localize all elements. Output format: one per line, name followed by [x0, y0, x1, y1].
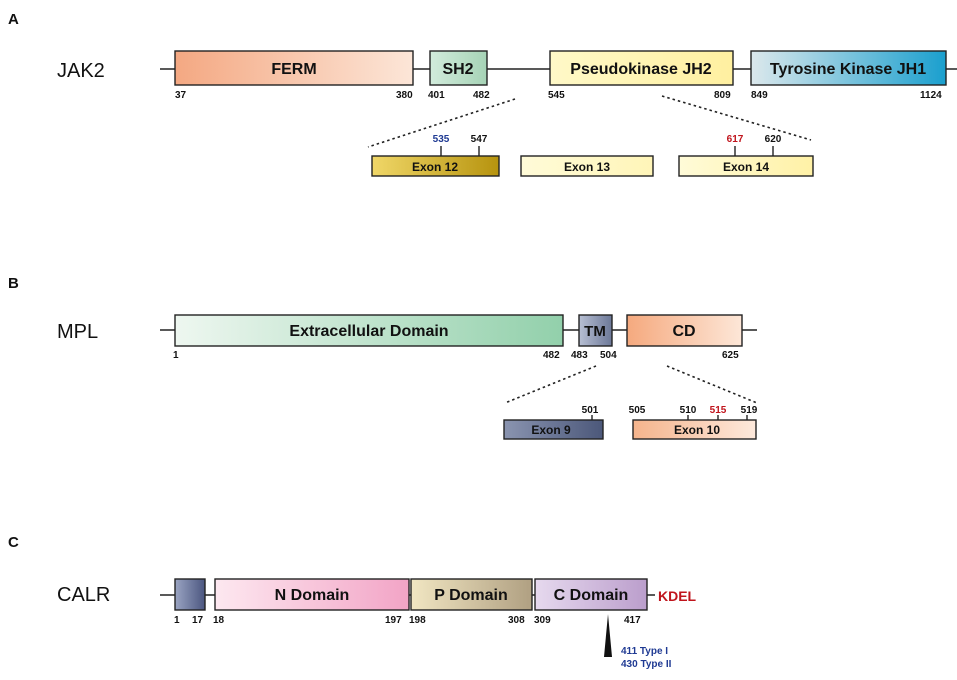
mutation-position: 547	[471, 134, 488, 145]
position-label: 482	[473, 90, 490, 101]
mutation-tick: 617	[727, 134, 744, 156]
mutation-position: 620	[765, 134, 782, 145]
domain-n: N Domain	[214, 578, 410, 611]
mutation-tick: 535	[433, 134, 450, 156]
exon-label: Exon 10	[674, 423, 720, 437]
panel-letter: A	[8, 11, 19, 28]
position-label: 37	[175, 90, 187, 101]
panel-a: A JAK2 FERM SH2 Pseudokinase JH2 Tyrosin…	[8, 11, 957, 177]
domain-c: C Domain	[534, 578, 648, 611]
exon-13: Exon 13	[520, 155, 654, 177]
position-label: 625	[722, 350, 739, 361]
exon-label: Exon 14	[723, 160, 769, 174]
domain-label: C Domain	[554, 587, 629, 604]
position-label: 380	[396, 90, 413, 101]
protein-name: CALR	[57, 584, 110, 606]
mutation-tick: 515	[710, 405, 727, 420]
position-label: 197	[385, 615, 402, 626]
protein-name: JAK2	[57, 60, 105, 82]
zoom-connector	[504, 365, 597, 404]
mutation-note: 430 Type II	[621, 659, 672, 670]
mutation-arrow-icon	[604, 614, 612, 657]
mutation-tick: 505	[629, 405, 646, 416]
panel-b: B MPL Extracellular Domain TM CD 1 482 4…	[8, 275, 758, 440]
domain-tyrosine-kinase: Tyrosine Kinase JH1	[750, 50, 947, 86]
position-label: 849	[751, 90, 768, 101]
exon-label: Exon 9	[531, 423, 571, 437]
exon-14: Exon 14	[678, 155, 814, 177]
domain-extracellular: Extracellular Domain	[174, 314, 564, 347]
position-label: 1	[174, 615, 180, 626]
position-label: 198	[409, 615, 426, 626]
exon-label: Exon 13	[564, 160, 610, 174]
domain-label: Pseudokinase JH2	[570, 61, 712, 78]
exon-9: Exon 9	[503, 419, 604, 440]
position-label: 482	[543, 350, 560, 361]
domain-label: Extracellular Domain	[289, 323, 448, 340]
exon-12: Exon 12	[371, 155, 500, 177]
mutation-tick: 519	[741, 405, 758, 420]
domain-sh2: SH2	[429, 50, 488, 86]
mutation-tick: 510	[680, 405, 697, 420]
mutation-note: 411 Type I	[621, 646, 668, 657]
position-label: 309	[534, 615, 551, 626]
mutation-position: 535	[433, 134, 450, 145]
position-label: 545	[548, 90, 565, 101]
position-label: 504	[600, 350, 617, 361]
exon-label: Exon 12	[412, 160, 458, 174]
position-label: 809	[714, 90, 731, 101]
domain-tm: TM	[578, 314, 613, 347]
domain-label: N Domain	[275, 587, 350, 604]
domain-label: Tyrosine Kinase JH1	[770, 61, 926, 78]
position-label: 483	[571, 350, 588, 361]
domain-signal-peptide	[174, 578, 206, 611]
mutation-tick: 620	[765, 134, 782, 156]
mutation-position: 501	[582, 405, 599, 416]
mutation-position: 510	[680, 405, 697, 416]
mutation-position: 617	[727, 134, 744, 145]
domain-p: P Domain	[410, 578, 533, 611]
mutation-tick: 547	[471, 134, 488, 156]
domain-label: SH2	[442, 61, 473, 78]
panel-letter: C	[8, 534, 19, 551]
panel-c: C CALR N Domain P Domain C Domain KDEL 1…	[8, 534, 697, 670]
position-label: 18	[213, 615, 225, 626]
mutation-position: 519	[741, 405, 758, 416]
kdel-label: KDEL	[658, 588, 697, 604]
panel-letter: B	[8, 275, 19, 292]
domain-ferm: FERM	[174, 50, 414, 86]
exon-10: Exon 10	[632, 419, 757, 440]
protein-name: MPL	[57, 321, 98, 343]
position-label: 401	[428, 90, 445, 101]
domain-cd: CD	[626, 314, 743, 347]
mutation-tick: 501	[582, 405, 599, 420]
position-label: 1	[173, 350, 179, 361]
domain-label: FERM	[271, 61, 316, 78]
zoom-connector	[367, 98, 516, 148]
domain-label: P Domain	[434, 587, 508, 604]
domain-label: TM	[584, 323, 606, 340]
domain-pseudokinase: Pseudokinase JH2	[549, 50, 734, 86]
domain-label: CD	[672, 323, 695, 340]
position-label: 1124	[920, 90, 942, 101]
position-label: 17	[192, 615, 204, 626]
mutation-position: 515	[710, 405, 727, 416]
position-label: 417	[624, 615, 641, 626]
mutation-position: 505	[629, 405, 646, 416]
zoom-connector	[661, 95, 812, 141]
zoom-connector	[666, 365, 758, 404]
position-label: 308	[508, 615, 525, 626]
